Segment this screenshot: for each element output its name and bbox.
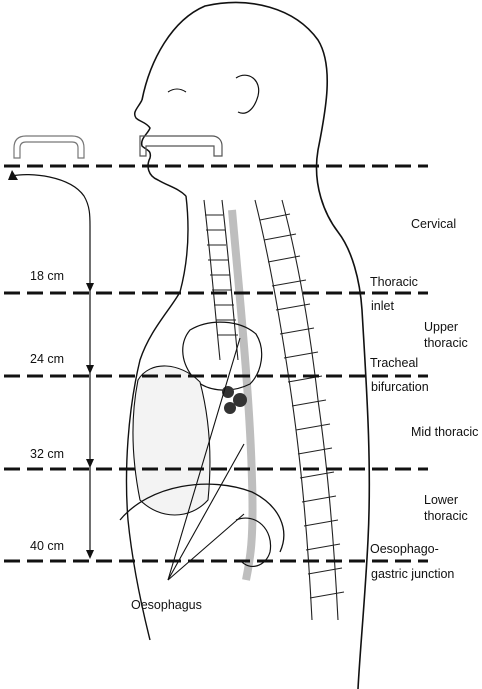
front-neck-chest xyxy=(125,195,189,641)
spine xyxy=(254,199,345,621)
label-18cm: 18 cm xyxy=(30,269,65,283)
arrowhead-40cm xyxy=(86,550,94,559)
label-upper: Upper xyxy=(424,320,459,334)
label-thoracic: Thoracic xyxy=(370,275,418,289)
endoscope-handle xyxy=(13,135,85,159)
label-bifurcation: bifurcation xyxy=(371,380,429,394)
arrowhead-32cm xyxy=(86,459,94,468)
arrowhead-18cm xyxy=(86,283,94,292)
bronchi xyxy=(222,386,247,414)
ear xyxy=(235,74,260,114)
label-40cm: 40 cm xyxy=(30,539,65,553)
measure-arrow-tail xyxy=(8,170,18,180)
label-tracheal: Tracheal xyxy=(370,356,419,370)
level-lines xyxy=(4,164,428,563)
oesophagus-tube xyxy=(228,209,257,581)
stomach xyxy=(235,517,272,568)
face-profile xyxy=(133,99,187,197)
body-outline xyxy=(141,1,371,689)
mouthpiece xyxy=(139,135,223,157)
label-oesophagus: Oesophagus xyxy=(131,598,202,612)
oesophagus-pointers xyxy=(167,337,245,581)
label-upper-thoracic: thoracic xyxy=(424,336,468,350)
label-cervical: Cervical xyxy=(411,217,457,231)
label-24cm: 24 cm xyxy=(30,352,65,366)
label-gastric-junction: gastric junction xyxy=(371,567,455,581)
label-mid-thoracic: Mid thoracic xyxy=(411,425,479,439)
trachea xyxy=(203,199,239,361)
eye xyxy=(167,88,187,93)
measure-arrow-curve xyxy=(11,174,91,555)
label-lower-thoracic: thoracic xyxy=(424,509,468,523)
lung xyxy=(132,365,211,516)
label-oesophago: Oesophago- xyxy=(370,542,439,556)
label-inlet: inlet xyxy=(371,299,394,313)
arrowhead-24cm xyxy=(86,365,94,374)
diaphragm xyxy=(119,483,285,553)
label-lower: Lower xyxy=(424,493,459,507)
label-32cm: 32 cm xyxy=(30,447,65,461)
heart xyxy=(182,321,263,391)
